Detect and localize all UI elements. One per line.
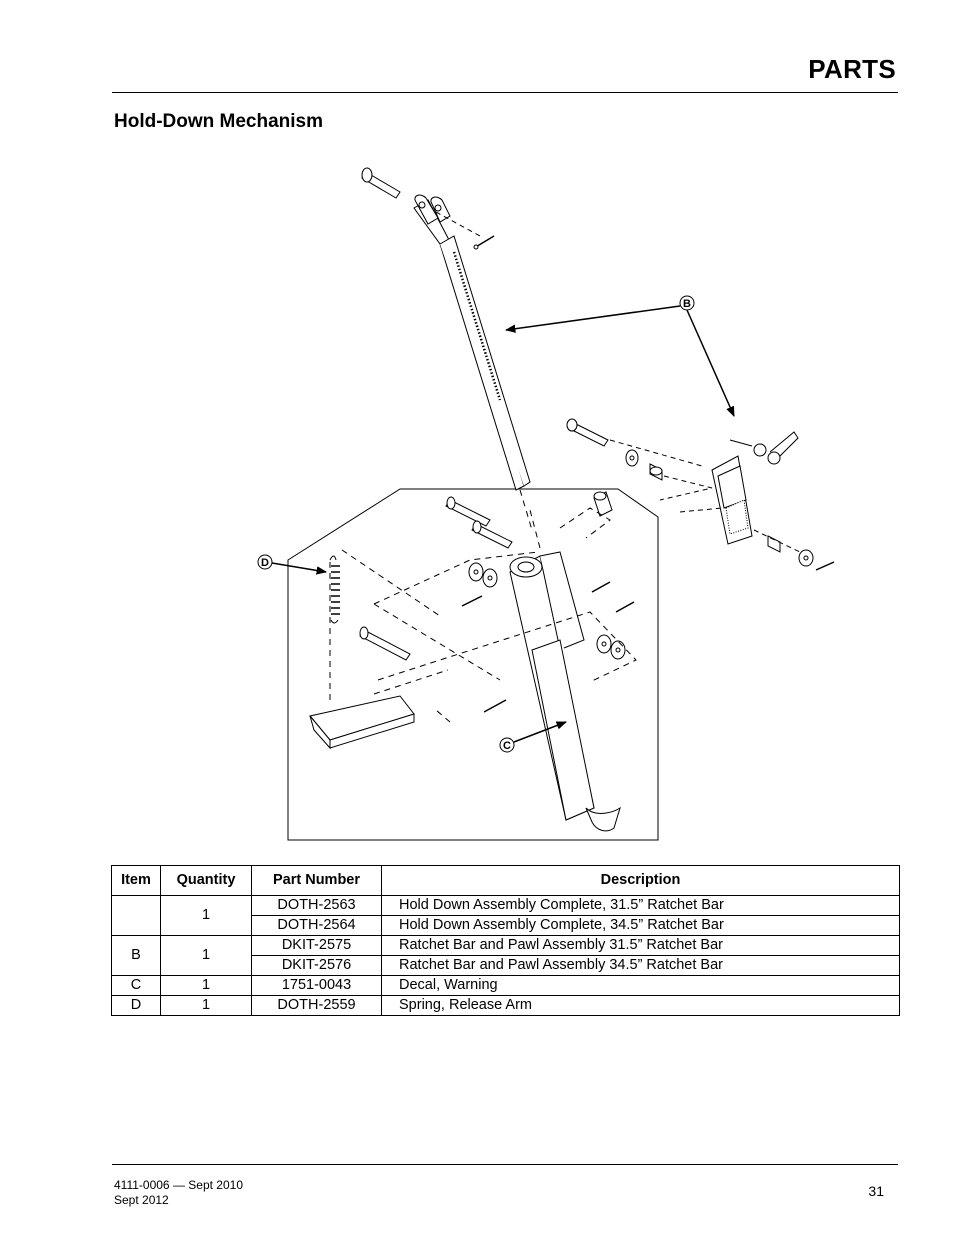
callout-c-label: C	[503, 740, 511, 752]
table-row: C 1 1751-0043 Decal, Warning	[111, 975, 900, 996]
cell-quantity: 1	[160, 995, 252, 1016]
cell-description: Ratchet Bar and Pawl Assembly 31.5” Ratc…	[381, 935, 900, 956]
table-row: DKIT-2576 Ratchet Bar and Pawl Assembly …	[112, 955, 900, 976]
cell-part-number: DOTH-2564	[251, 915, 382, 936]
col-header-part-number: Part Number	[251, 865, 382, 896]
header-rule	[112, 92, 898, 93]
col-header-item: Item	[111, 865, 161, 896]
table-row: 1 DOTH-2563 Hold Down Assembly Complete,…	[111, 895, 900, 936]
dash-line	[609, 439, 801, 553]
cell-item: D	[111, 995, 161, 1016]
inset-frame	[287, 488, 659, 841]
callout-b-label: B	[683, 298, 691, 310]
cell-quantity: 1	[160, 975, 252, 996]
footer-revision: Sept 2012	[114, 1193, 169, 1207]
callout-b-arrow-pawl	[686, 309, 735, 417]
base-pin	[359, 626, 411, 661]
col-header-description: Description	[381, 865, 900, 896]
release-spring	[329, 555, 340, 624]
parts-table: Item Quantity Part Number Description 1 …	[111, 865, 900, 1016]
table-row: B 1 DKIT-2575 Ratchet Bar and Pawl Assem…	[111, 935, 900, 976]
inset-pin-2	[471, 520, 513, 549]
cell-description: Hold Down Assembly Complete, 34.5” Ratch…	[381, 915, 900, 936]
cell-description: Hold Down Assembly Complete, 31.5” Ratch…	[381, 895, 900, 916]
exploded-parts-diagram: B	[240, 158, 860, 848]
table-row: D 1 DOTH-2559 Spring, Release Arm	[111, 995, 900, 1016]
cell-item: C	[111, 975, 161, 996]
callout-d-arrow	[271, 562, 328, 575]
clevis-pin	[361, 167, 401, 199]
page-number: 31	[868, 1183, 884, 1199]
cell-part-number: 1751-0043	[251, 975, 382, 996]
cell-part-number: DKIT-2575	[251, 935, 382, 956]
cell-quantity: 1	[160, 935, 252, 976]
col-header-quantity: Quantity	[160, 865, 252, 896]
base-bracket	[309, 695, 415, 750]
page-header-title: PARTS	[808, 54, 896, 84]
cell-description: Ratchet Bar and Pawl Assembly 34.5” Ratc…	[381, 955, 900, 976]
pawl-pin	[566, 418, 663, 481]
hydraulic-cylinder	[509, 551, 621, 832]
pawl-washer	[767, 535, 835, 571]
diagram-svg: B	[257, 167, 835, 841]
footer-doc-number: 4111-0006 — Sept 2010	[114, 1178, 243, 1192]
cell-description: Decal, Warning	[381, 975, 900, 996]
footer-rule	[112, 1164, 898, 1165]
assembly-dash-lines	[329, 489, 637, 723]
callout-b-arrow-bar	[504, 305, 681, 333]
cell-item	[111, 895, 161, 936]
cell-description: Spring, Release Arm	[381, 995, 900, 1016]
inset-cotter-pins	[461, 581, 635, 713]
callout-d-label: D	[261, 557, 269, 569]
callout-c-arrow	[513, 721, 567, 743]
cell-part-number: DKIT-2576	[251, 955, 382, 976]
pawl	[711, 455, 753, 545]
inset-pin-1	[445, 496, 491, 527]
cell-part-number: DOTH-2559	[251, 995, 382, 1016]
cell-part-number: DOTH-2563	[251, 895, 382, 916]
cell-item: B	[111, 935, 161, 976]
cotter-pin-top	[473, 235, 495, 250]
section-title: Hold-Down Mechanism	[114, 111, 324, 132]
footer-document-info: 4111-0006 — Sept 2010 Sept 2012	[114, 1178, 243, 1208]
inset-washers	[468, 562, 626, 660]
table-header-row: Item Quantity Part Number Description	[111, 865, 900, 896]
cell-quantity: 1	[160, 895, 252, 936]
torsion-spring	[729, 431, 799, 465]
inset-spacer	[593, 491, 613, 517]
ratchet-bar	[413, 194, 531, 491]
